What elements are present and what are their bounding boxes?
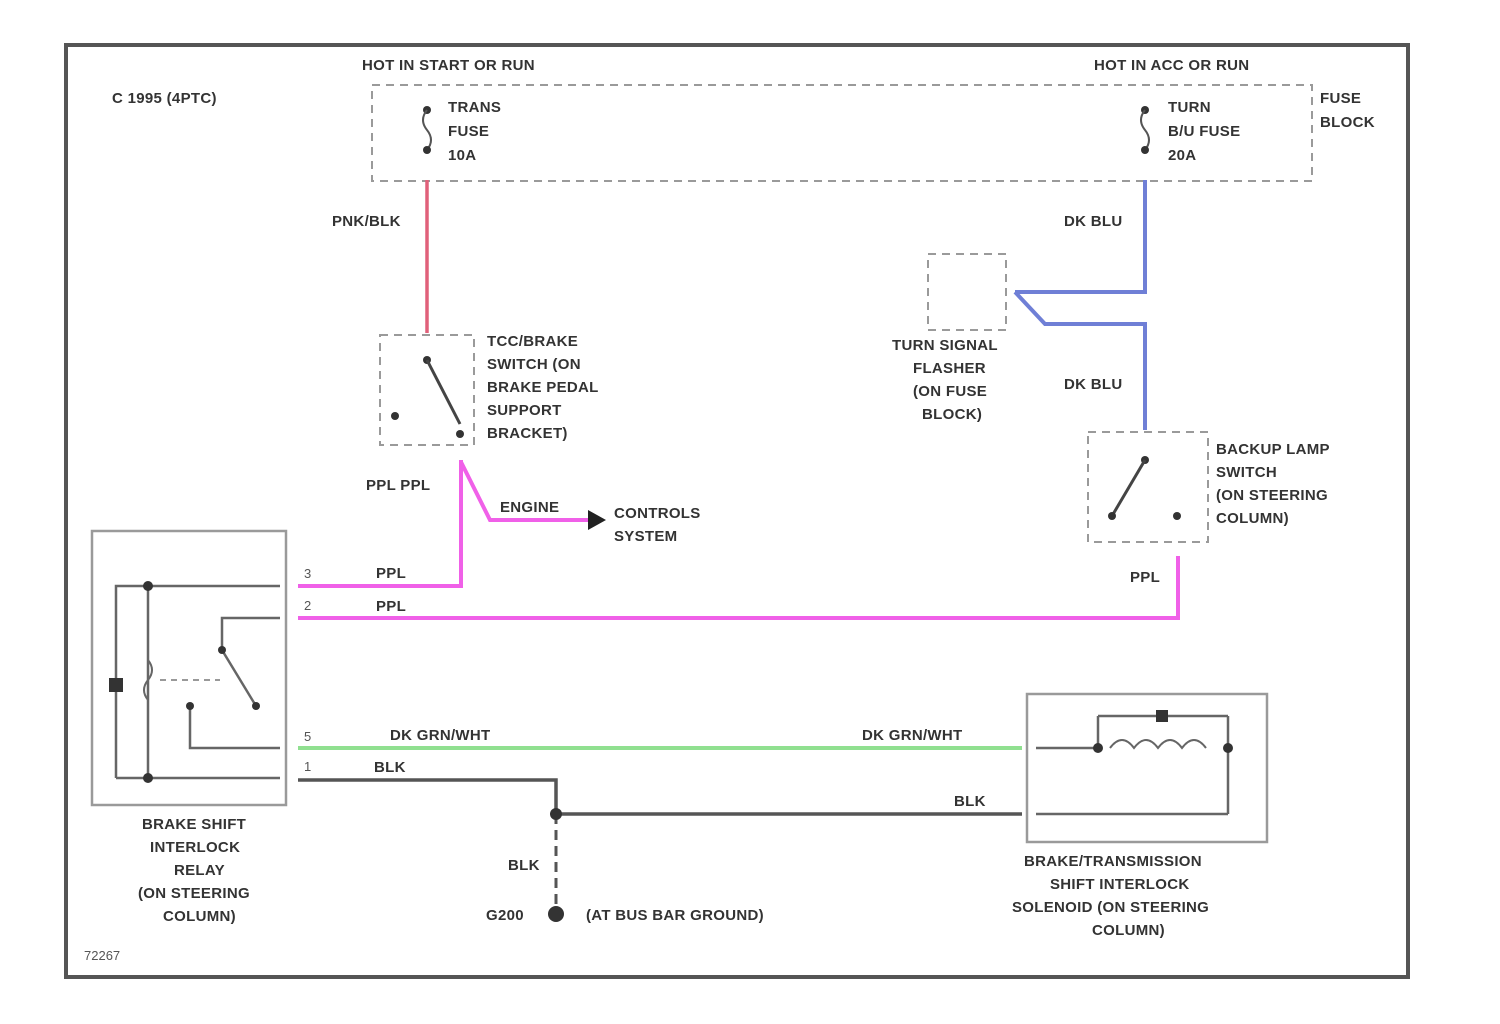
wire-blk-relay (298, 780, 556, 814)
backup-label-4: COLUMN) (1216, 510, 1289, 527)
tcc-label-4: SUPPORT (487, 402, 562, 419)
hot-left-label: HOT IN START OR RUN (362, 57, 535, 74)
wire-label-dk-blu-1: DK BLU (1064, 213, 1122, 230)
tcc-label-3: BRAKE PEDAL (487, 379, 599, 396)
flasher-label-2: FLASHER (913, 360, 986, 377)
wire-label-pnk-blk: PNK/BLK (332, 213, 401, 230)
wire-dk-blu-lower (1015, 292, 1145, 430)
backup-label-3: (ON STEERING (1216, 487, 1328, 504)
wire-label-ppl-1: PPL (376, 565, 406, 582)
wire-label-ppl-2: PPL (376, 598, 406, 615)
controls-label-1: CONTROLS (614, 505, 701, 522)
svg-text:20A: 20A (1168, 147, 1196, 164)
fuse-block-label-2: BLOCK (1320, 114, 1375, 131)
tcc-label-1: TCC/BRAKE (487, 333, 578, 350)
fuse-block-label-1: FUSE (1320, 90, 1361, 107)
svg-text:FUSE: FUSE (448, 123, 489, 140)
solenoid-label-4: COLUMN) (1092, 922, 1165, 939)
wire-label-ppl-ppl: PPL PPL (366, 477, 430, 494)
wire-label-blk-1: BLK (374, 759, 406, 776)
tcc-label-2: SWITCH (ON (487, 356, 581, 373)
tcc-switch-contacts (391, 356, 464, 438)
wire-label-blk-2: BLK (954, 793, 986, 810)
wire-label-dk-blu-2: DK BLU (1064, 376, 1122, 393)
ground-desc: (AT BUS BAR GROUND) (586, 907, 764, 924)
relay-label-5: COLUMN) (163, 908, 236, 925)
flasher-label-1: TURN SIGNAL (892, 337, 998, 354)
relay-label-4: (ON STEERING (138, 885, 250, 902)
hot-right-label: HOT IN ACC OR RUN (1094, 57, 1249, 74)
diagram-header: C 1995 (4PTC) (112, 90, 217, 107)
flasher-label-4: BLOCK) (922, 406, 982, 423)
wire-dk-blu-upper (1015, 180, 1145, 292)
wire-label-dk-grnwht-2: DK GRN/WHT (862, 727, 963, 744)
relay-internals (109, 581, 280, 783)
solenoid-label-2: SHIFT INTERLOCK (1050, 876, 1190, 893)
turn-signal-flasher (928, 254, 1006, 330)
splice-dot (550, 808, 562, 820)
wire-label-ppl-3: PPL (1130, 569, 1160, 586)
engine-controls-arrow (588, 510, 606, 530)
solenoid-label-3: SOLENOID (ON STEERING (1012, 899, 1209, 916)
backup-switch-contacts (1108, 456, 1181, 520)
relay-pin-1: 1 (304, 759, 311, 774)
diagram-frame (66, 45, 1408, 977)
relay-pin-5: 5 (304, 729, 311, 744)
engine-label: ENGINE (500, 499, 559, 516)
trans-fuse: TRANS FUSE 10A (423, 99, 501, 164)
backup-label-1: BACKUP LAMP (1216, 441, 1330, 458)
backup-lamp-switch (1088, 432, 1208, 542)
svg-text:B/U FUSE: B/U FUSE (1168, 123, 1240, 140)
svg-text:TRANS: TRANS (448, 99, 501, 116)
wire-label-blk-3: BLK (508, 857, 540, 874)
relay-pin-2: 2 (304, 598, 311, 613)
brake-shift-interlock-relay (92, 531, 286, 805)
relay-label-2: INTERLOCK (150, 839, 240, 856)
turn-bu-fuse: TURN B/U FUSE 20A (1141, 99, 1240, 164)
svg-text:TURN: TURN (1168, 99, 1211, 116)
ground-id: G200 (486, 907, 524, 924)
flasher-label-3: (ON FUSE (913, 383, 987, 400)
controls-label-2: SYSTEM (614, 528, 677, 545)
tcc-brake-switch (380, 335, 474, 445)
relay-label-1: BRAKE SHIFT (142, 816, 246, 833)
wire-label-dk-grnwht-1: DK GRN/WHT (390, 727, 491, 744)
relay-label-3: RELAY (174, 862, 225, 879)
tcc-label-5: BRACKET) (487, 425, 568, 442)
solenoid-label-1: BRAKE/TRANSMISSION (1024, 853, 1202, 870)
ground-point (548, 906, 564, 922)
figure-id: 72267 (84, 948, 120, 963)
solenoid-internals (1036, 710, 1233, 814)
relay-pin-3: 3 (304, 566, 311, 581)
svg-text:10A: 10A (448, 147, 476, 164)
backup-label-2: SWITCH (1216, 464, 1277, 481)
